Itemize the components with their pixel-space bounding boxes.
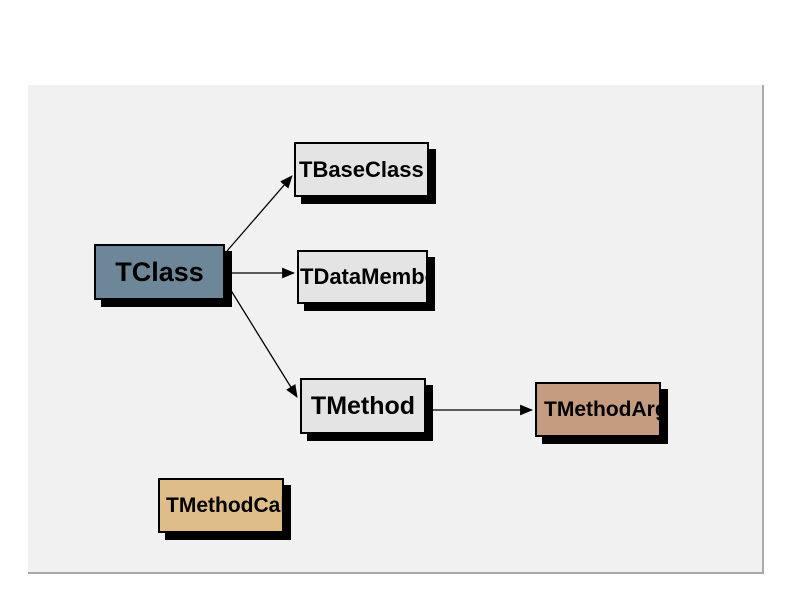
node-tdatamember-label: TDataMember <box>300 264 426 289</box>
node-tmethod[interactable]: TMethod <box>300 378 426 434</box>
node-tmethod-label: TMethod <box>310 391 416 420</box>
node-tmethodcall-label: TMethodCall <box>166 493 284 517</box>
node-tbaseclass-label: TBaseClass <box>299 156 424 182</box>
node-tclass[interactable]: TClass <box>94 244 225 300</box>
diagram-canvas: TClass TBaseClass TDataMember TMethod TM… <box>28 85 764 574</box>
node-tmethodarg[interactable]: TMethodArg <box>535 382 661 437</box>
node-tmethodarg-label: TMethodArg <box>544 397 661 421</box>
edge-tclass-tbaseclass <box>226 175 293 252</box>
edge-tclass-tmethod <box>226 283 298 398</box>
node-tclass-label: TClass <box>115 256 204 287</box>
node-tbaseclass[interactable]: TBaseClass <box>294 142 429 197</box>
node-tdatamember[interactable]: TDataMember <box>297 250 428 304</box>
node-tmethodcall[interactable]: TMethodCall <box>158 478 284 533</box>
